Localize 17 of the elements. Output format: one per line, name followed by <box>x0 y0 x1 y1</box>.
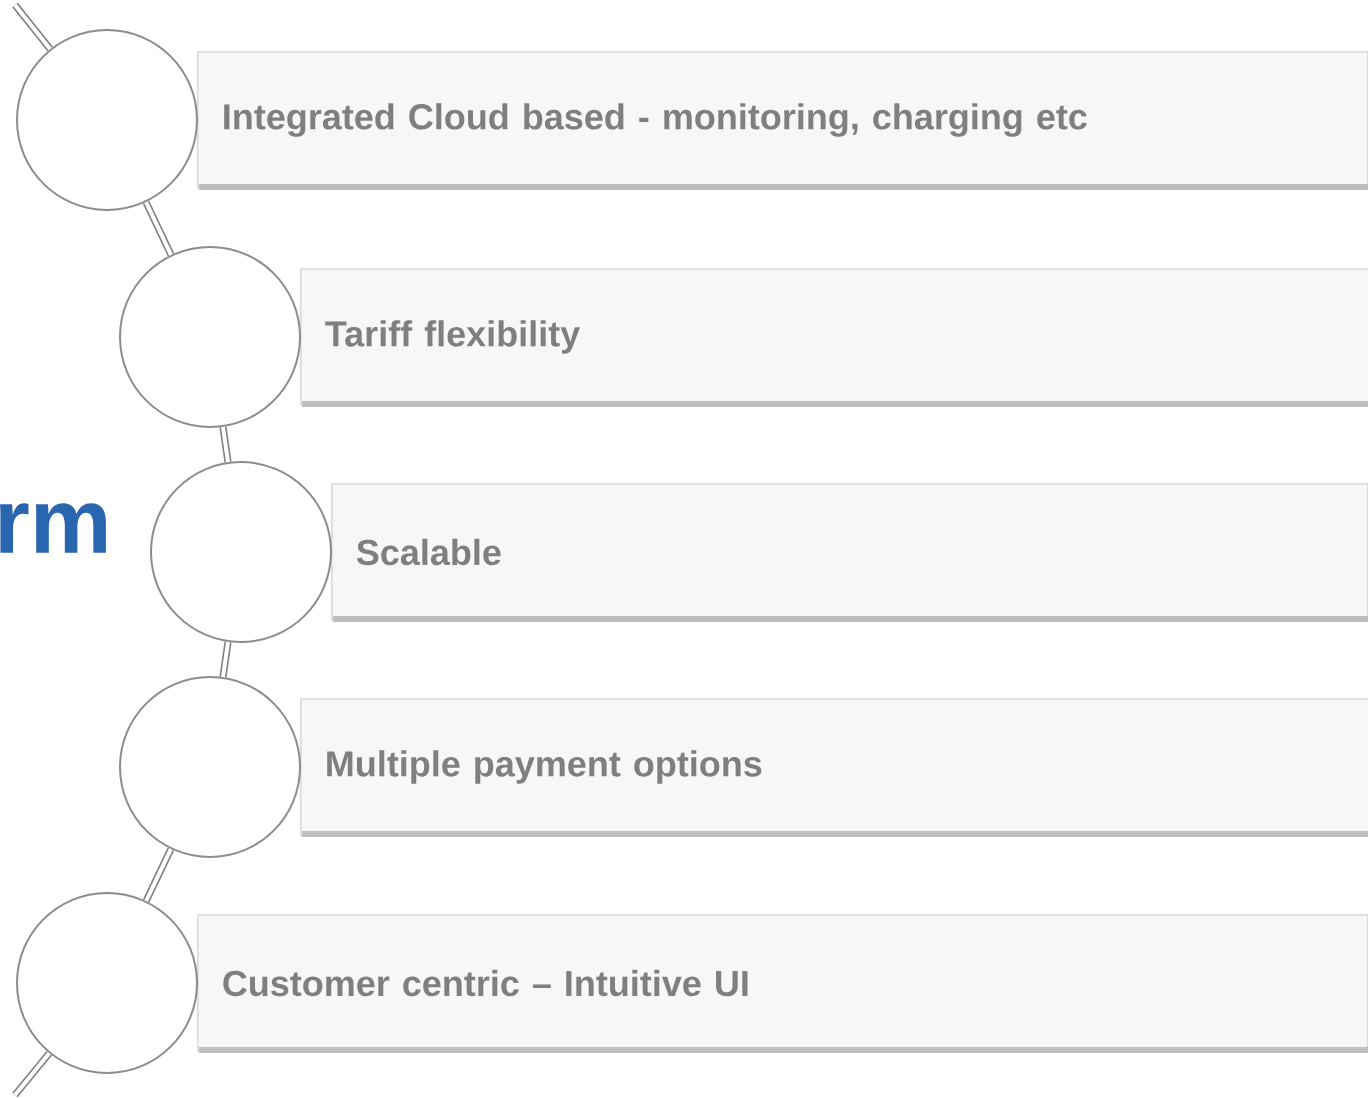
circle <box>16 29 198 211</box>
connector-line <box>142 200 175 257</box>
connector-line <box>142 847 175 903</box>
circle <box>150 461 332 643</box>
band-box: Customer centric – Intuitive UI <box>197 914 1368 1053</box>
title-text: rm <box>0 503 106 553</box>
band-box: Tariff flexibility <box>300 268 1368 407</box>
band-box: Scalable <box>331 483 1368 622</box>
connector-line <box>219 426 232 463</box>
circle <box>119 676 301 858</box>
band-box: Integrated Cloud based - monitoring, charging etc <box>197 51 1368 190</box>
circle <box>16 892 198 1074</box>
band-box: Multiple payment options <box>300 698 1368 837</box>
connector-line <box>219 641 232 678</box>
connector-line <box>12 1051 53 1098</box>
connector-line <box>12 2 53 52</box>
circle <box>119 246 301 428</box>
